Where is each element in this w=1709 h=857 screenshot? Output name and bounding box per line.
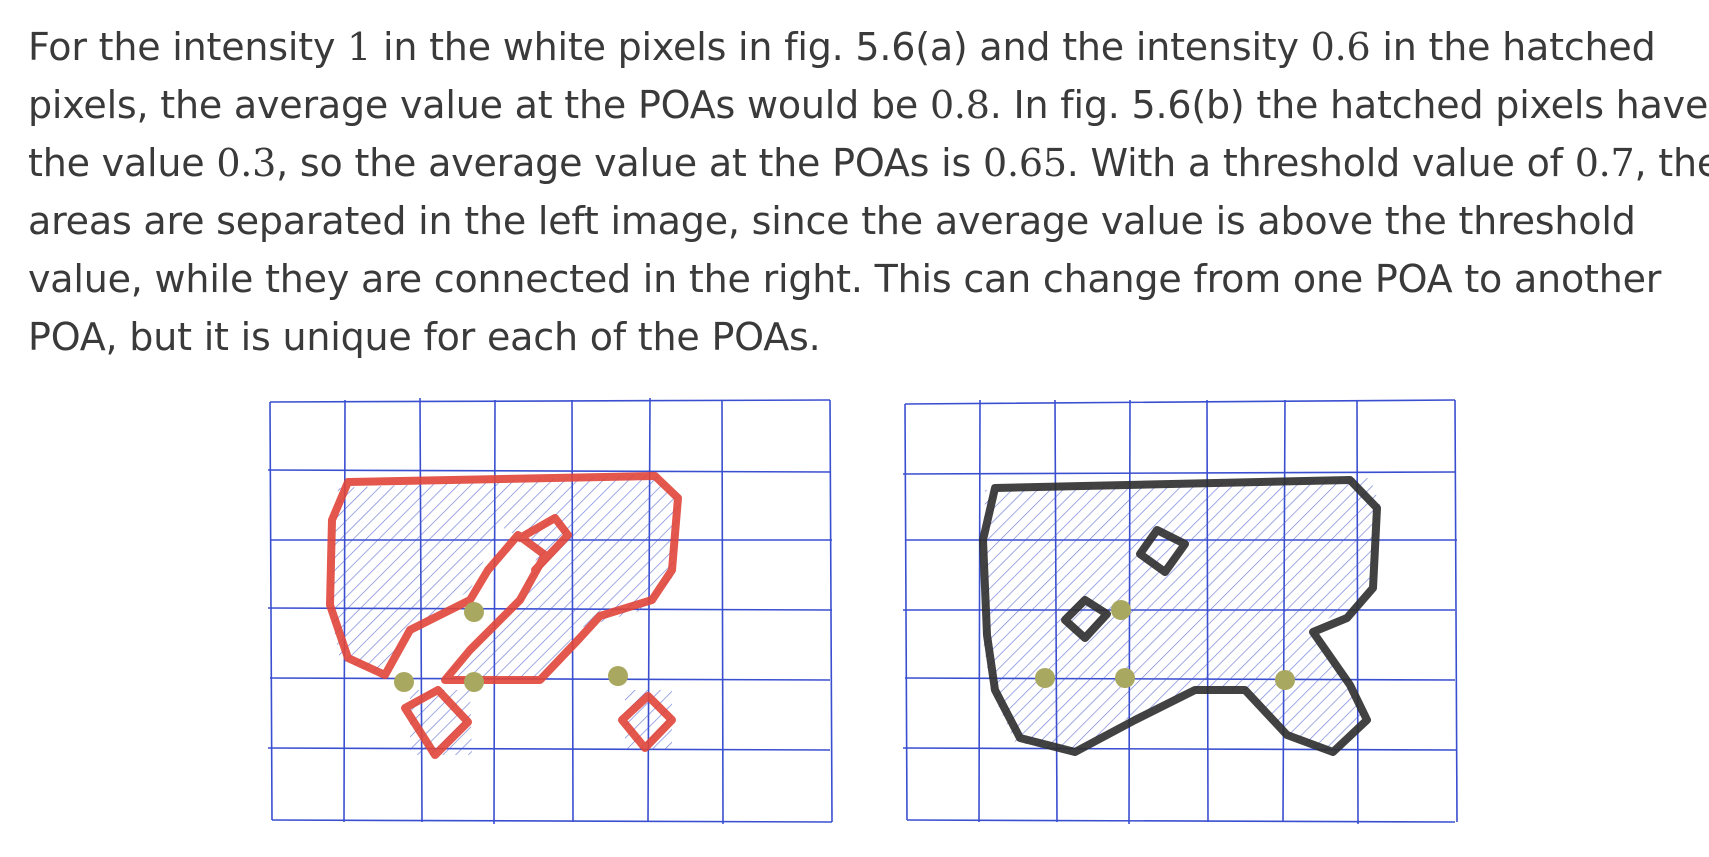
text-run: the value [28, 141, 217, 185]
text-run: pixels, the average value at the POAs wo… [28, 83, 930, 127]
text-run: . In fig. 5.6(b) the hatched pixels have [989, 83, 1709, 127]
text-run: value, while they are connected in the r… [28, 257, 1662, 301]
paragraph-line: value, while they are connected in the r… [28, 250, 1708, 308]
poa-dots [394, 602, 628, 692]
poa-dots [1035, 600, 1295, 690]
text-run: POA, but it is unique for each of the PO… [28, 315, 821, 359]
math-number: 0.65 [982, 141, 1067, 185]
text-run: areas are separated in the left image, s… [28, 199, 1636, 243]
figure-a-sketch [267, 397, 833, 825]
text-run: in the white pixels in fig. 5.6(a) and t… [371, 25, 1311, 69]
text-run: , the [1634, 141, 1709, 185]
math-number: 0.7 [1574, 141, 1635, 185]
paragraph-line: pixels, the average value at the POAs wo… [28, 76, 1708, 134]
text-run: . With a threshold value of [1066, 141, 1575, 185]
figure-b-sketch [902, 399, 1458, 825]
paragraph-line: POA, but it is unique for each of the PO… [28, 308, 1708, 366]
math-number: 0.8 [929, 83, 990, 127]
math-number: 0.3 [216, 141, 277, 185]
paragraph-line: the value 0.3, so the average value at t… [28, 134, 1709, 192]
hatched-region [983, 478, 1380, 755]
text-run: , so the average value at the POAs is [276, 141, 983, 185]
paragraph-line: For the intensity 1 in the white pixels … [28, 18, 1708, 76]
math-number: 0.6 [1310, 25, 1371, 69]
body-paragraph: For the intensity 1 in the white pixels … [28, 18, 1709, 366]
paragraph-line: areas are separated in the left image, s… [28, 192, 1708, 250]
contour [326, 472, 682, 759]
math-number: 1 [347, 25, 372, 69]
text-run: For the intensity [28, 25, 348, 69]
text-run: in the hatched [1370, 25, 1656, 69]
contour [979, 476, 1381, 756]
